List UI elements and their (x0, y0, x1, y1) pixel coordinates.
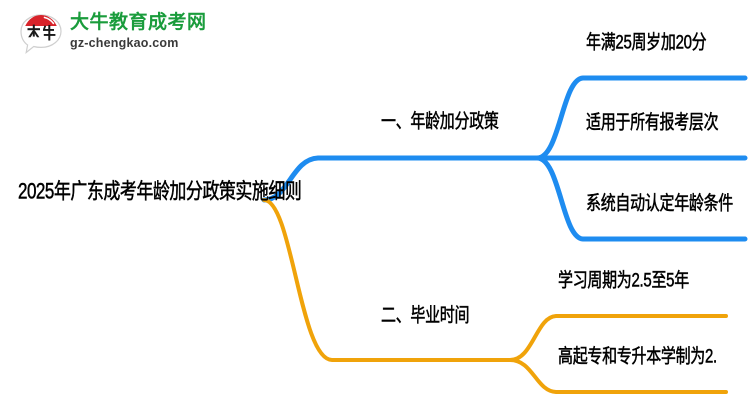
mindmap-branch-1-node[interactable]: 一、年龄加分政策 (381, 110, 499, 133)
mindmap-leaf-1-3[interactable]: 系统自动认定年龄条件 (586, 192, 734, 215)
branch-line-blue-main (261, 155, 540, 203)
mindmap-leaf-2-1[interactable]: 学习周期为2.5至5年 (558, 269, 690, 292)
mindmap-root-node[interactable]: 2025年广东成考年龄加分政策实施细则 (18, 179, 302, 204)
mindmap-leaf-2-2[interactable]: 高起专和专升本学制为2. (558, 345, 718, 368)
da-niu-speech-bubble-logo (18, 12, 64, 56)
mindmap-leaf-1-2[interactable]: 适用于所有报考层次 (586, 111, 719, 134)
branch-line-orange-main (262, 198, 512, 362)
branch-line-orange-child-1 (508, 314, 728, 362)
branch-line-orange-child-2 (508, 358, 728, 394)
site-logo[interactable]: 大牛教育成考网 gz-chengkao.com (18, 10, 218, 62)
logo-text-block: 大牛教育成考网 gz-chengkao.com (70, 11, 220, 52)
branch-line-blue-child-3 (534, 155, 748, 242)
mindmap-leaf-1-1[interactable]: 年满25周岁加20分 (586, 31, 707, 54)
logo-subtitle: gz-chengkao.com (70, 36, 179, 50)
mindmap-branch-2-node[interactable]: 二、毕业时间 (381, 304, 470, 327)
branch-line-blue-child-1 (534, 75, 748, 161)
logo-title: 大牛教育成考网 (70, 12, 207, 33)
